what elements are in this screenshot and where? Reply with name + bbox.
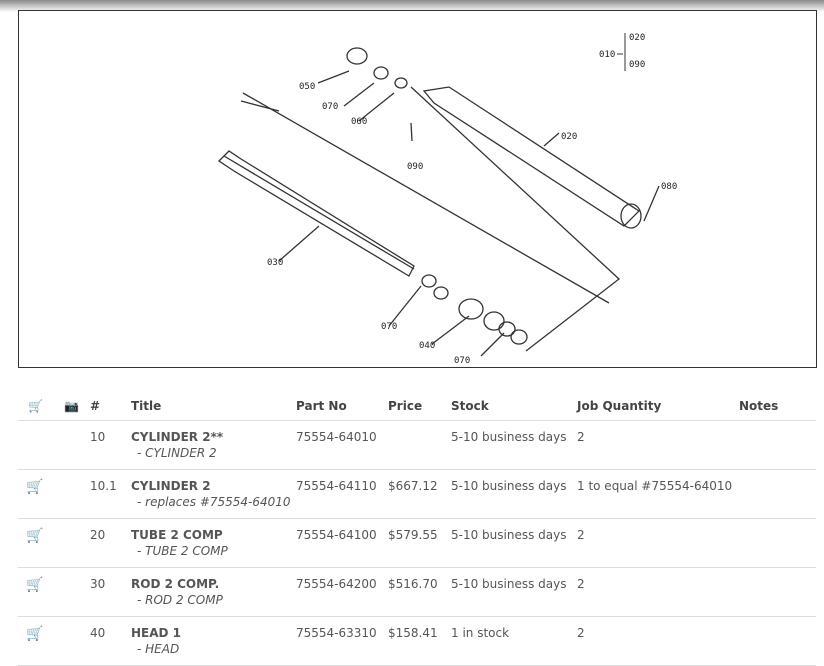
col-num: # (90, 392, 131, 421)
photo-cell (54, 616, 90, 666)
price (388, 420, 451, 470)
notes (739, 567, 816, 617)
stock: 5-10 business days (451, 518, 577, 568)
part-number: 75554-64100 (296, 518, 388, 568)
item-title: HEAD 1 (131, 626, 182, 640)
photo-cell (54, 469, 90, 519)
parts-diagram[interactable]: 050 070 060 090 020 080 030 070 040 070 … (18, 10, 817, 368)
stock: 5-10 business days (451, 567, 577, 617)
price: $516.70 (388, 567, 451, 617)
svg-text:090: 090 (407, 162, 423, 172)
item-title-cell: CYLINDER 2** - CYLINDER 2 (131, 420, 296, 470)
job-quantity: 2 (577, 420, 739, 470)
camera-icon: 📷 (54, 392, 90, 421)
col-title: Title (131, 392, 296, 421)
price: $667.12 (388, 469, 451, 519)
part-number: 75554-64200 (296, 567, 388, 617)
svg-text:070: 070 (454, 356, 470, 366)
table-row: 🛒 40 HEAD 1 - HEAD 75554-63310 $158.41 1 … (18, 616, 816, 666)
item-subtitle: - ROD 2 COMP (137, 593, 223, 607)
svg-text:070: 070 (322, 102, 338, 112)
price: $579.55 (388, 518, 451, 568)
notes (739, 616, 816, 666)
stock: 5-10 business days (451, 420, 577, 470)
item-number: 10 (90, 420, 131, 470)
job-quantity: 2 (577, 567, 739, 617)
svg-text:090: 090 (629, 60, 645, 70)
callout-labels: 050 070 060 090 020 080 030 070 040 070 … (267, 33, 677, 366)
col-qty: Job Quantity (577, 392, 739, 421)
item-number: 30 (90, 567, 131, 617)
photo-cell (54, 518, 90, 568)
col-part: Part No (296, 392, 388, 421)
svg-text:050: 050 (299, 82, 315, 92)
svg-text:020: 020 (629, 33, 645, 43)
add-to-cart-icon[interactable]: 🛒 (26, 577, 44, 593)
svg-text:040: 040 (419, 341, 435, 351)
item-number: 10.1 (90, 469, 131, 519)
job-quantity: 2 (577, 518, 739, 568)
notes (739, 518, 816, 568)
item-title: CYLINDER 2 (131, 479, 211, 493)
item-number: 20 (90, 518, 131, 568)
item-title-cell: HEAD 1 - HEAD (131, 616, 296, 666)
job-quantity: 1 to equal #75554-64010 (577, 469, 739, 519)
item-number: 40 (90, 616, 131, 666)
svg-text:080: 080 (661, 182, 677, 192)
svg-text:060: 060 (351, 117, 367, 127)
add-to-cart-icon[interactable]: 🛒 (26, 479, 44, 495)
add-to-cart-icon[interactable]: 🛒 (26, 528, 44, 544)
svg-text:010: 010 (599, 50, 615, 60)
item-subtitle: - TUBE 2 COMP (137, 544, 228, 558)
svg-text:030: 030 (267, 258, 283, 268)
item-title: CYLINDER 2** (131, 430, 224, 444)
notes (739, 469, 816, 519)
item-subtitle: - HEAD (137, 642, 180, 656)
job-quantity: 2 (577, 616, 739, 666)
part-number: 75554-64110 (296, 469, 388, 519)
add-to-cart-icon[interactable]: 🛒 (26, 626, 44, 642)
item-title: TUBE 2 COMP (131, 528, 223, 542)
part-number: 75554-64010 (296, 420, 388, 470)
svg-text:020: 020 (561, 132, 577, 142)
item-subtitle: - CYLINDER 2 (137, 446, 217, 460)
table-row: 10 CYLINDER 2**- CYLINDER 2 75554-64010 … (18, 420, 816, 470)
price: $158.41 (388, 616, 451, 666)
item-title-cell: ROD 2 COMP. - ROD 2 COMP (131, 567, 296, 617)
table-row: 🛒 30 ROD 2 COMP. - ROD 2 COMP 75554-64200… (18, 567, 816, 617)
photo-cell (54, 567, 90, 617)
item-title-cell: TUBE 2 COMP - TUBE 2 COMP (131, 518, 296, 568)
top-shadow (0, 0, 824, 12)
stock: 5-10 business days (451, 469, 577, 519)
parts-table: 🛒 📷 # Title Part No Price Stock Job Quan… (18, 392, 816, 666)
item-subtitle: - replaces #75554-64010 (137, 495, 291, 509)
item-title-cell: CYLINDER 2 - replaces #75554-64010 (131, 469, 296, 519)
svg-text:070: 070 (381, 322, 397, 332)
table-row: 🛒 10.1 CYLINDER 2 - replaces #75554-64010… (18, 469, 816, 519)
photo-cell (54, 420, 90, 470)
col-price: Price (388, 392, 451, 421)
notes (739, 420, 816, 470)
col-notes: Notes (739, 392, 816, 421)
col-stock: Stock (451, 392, 577, 421)
stock: 1 in stock (451, 616, 577, 666)
cart-icon: 🛒 (18, 392, 54, 421)
part-number: 75554-63310 (296, 616, 388, 666)
table-row: 🛒 20 TUBE 2 COMP - TUBE 2 COMP 75554-6410… (18, 518, 816, 568)
item-title: ROD 2 COMP. (131, 577, 220, 591)
